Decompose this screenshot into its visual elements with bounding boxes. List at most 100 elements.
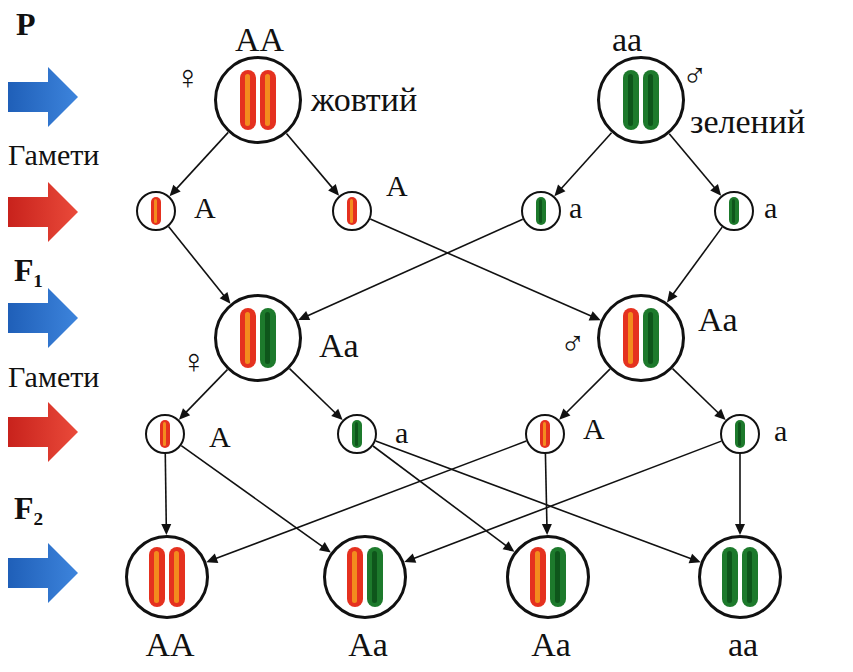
stage-label: Гамети [8, 140, 99, 170]
chromosome [352, 420, 362, 448]
chromosome [240, 308, 256, 368]
genotype-label: A [583, 414, 605, 444]
arrow-line [290, 369, 337, 415]
cross-arrow [542, 454, 552, 535]
genotype-label: a [764, 193, 777, 223]
chromosome [729, 197, 739, 225]
arrow-head [161, 524, 171, 535]
gamete-circle: A [145, 414, 185, 454]
arrow-head [589, 311, 601, 320]
chromosome [550, 547, 566, 607]
arrow-line [560, 133, 612, 191]
cross-arrow [170, 132, 229, 196]
cell-circle: Aa [323, 535, 407, 619]
arrow-head [667, 291, 678, 303]
arrow-head [689, 554, 701, 563]
genotype-label: Aa [319, 329, 359, 363]
cell-circle: AA [125, 535, 209, 619]
genotype-label: A [194, 193, 216, 223]
arrow-head [554, 185, 565, 197]
cross-arrow [376, 441, 701, 563]
arrow-line [673, 369, 720, 415]
genotype-label: Aa [469, 628, 633, 662]
genotype-label: aa [661, 628, 825, 662]
cross-arrow [404, 441, 721, 563]
arrow-head [735, 524, 745, 535]
genotype-label: жовтий [311, 83, 417, 117]
cross-arrow [290, 369, 343, 420]
arrow-line [545, 454, 547, 527]
cross-arrow [667, 227, 722, 302]
cross-arrow [673, 369, 726, 420]
gamete-circle: a [337, 414, 377, 454]
gamete-circle: A [136, 191, 176, 231]
chromosome [623, 308, 639, 368]
genotype-label: Aa [286, 628, 450, 662]
chromosome [260, 70, 276, 130]
chromosome [149, 547, 165, 607]
chromosome [540, 420, 550, 448]
cell-circle: ♂Aa [597, 294, 685, 382]
arrow-head [710, 184, 721, 196]
chromosome [742, 547, 758, 607]
arrow-line [214, 441, 527, 559]
genotype-label: ♀ [175, 61, 201, 95]
cross-arrow [298, 219, 523, 320]
cross-arrow [161, 454, 171, 535]
stage-arrow [8, 543, 78, 603]
arrow-head [331, 409, 342, 420]
gamete-circle: A [332, 191, 372, 231]
cross-arrow [669, 134, 721, 196]
chromosome [347, 547, 363, 607]
arrow-head [179, 408, 190, 419]
cross-arrow [370, 219, 600, 320]
arrow-line [175, 132, 228, 190]
arrow-head [328, 184, 339, 196]
genotype-label: зелений [690, 105, 805, 139]
generation-label: P [16, 8, 36, 40]
chromosome [536, 197, 546, 225]
chromosome [151, 197, 161, 225]
cross-arrow [181, 446, 331, 553]
arrow-line [305, 219, 522, 317]
chromosome [643, 308, 659, 368]
arrow-line [565, 369, 610, 414]
arrow-head [319, 542, 331, 552]
arrow-head [170, 185, 181, 196]
genotype-label: A [209, 422, 231, 452]
arrow-line [412, 441, 722, 559]
genotype-label: a [569, 193, 582, 223]
stage-arrow [8, 182, 78, 242]
chromosome [735, 420, 745, 448]
gamete-circle: a [720, 414, 760, 454]
arrow-line [181, 446, 324, 548]
cross-arrow [559, 369, 610, 420]
arrow-line [373, 446, 508, 547]
genotype-label: a [395, 418, 408, 448]
arrow-head [542, 524, 552, 535]
generation-label: F₁ [14, 254, 43, 286]
stage-arrow [8, 67, 78, 127]
arrow-head [220, 292, 231, 304]
chromosome [722, 547, 738, 607]
genotype-label: Aa [698, 303, 738, 337]
cell-circle: Aa♀ [214, 294, 302, 382]
arrow-head [714, 409, 725, 420]
cell-circle: aa♂зелений [597, 56, 685, 144]
arrow-head [206, 554, 218, 563]
stage-arrow [8, 288, 78, 348]
cell-circle: aa [698, 535, 782, 619]
genotype-label: ♂ [560, 327, 586, 361]
cell-circle: Aa [506, 535, 590, 619]
genotype-label: AA [88, 628, 252, 662]
arrow-head [298, 311, 310, 320]
chromosome [643, 70, 659, 130]
arrow-line [184, 370, 227, 414]
chromosome [169, 547, 185, 607]
chromosome [367, 547, 383, 607]
chromosome [623, 70, 639, 130]
gamete-circle: A [525, 414, 565, 454]
chromosome [260, 308, 276, 368]
genotype-label: ♂ [682, 59, 708, 93]
arrow-line [669, 134, 716, 190]
